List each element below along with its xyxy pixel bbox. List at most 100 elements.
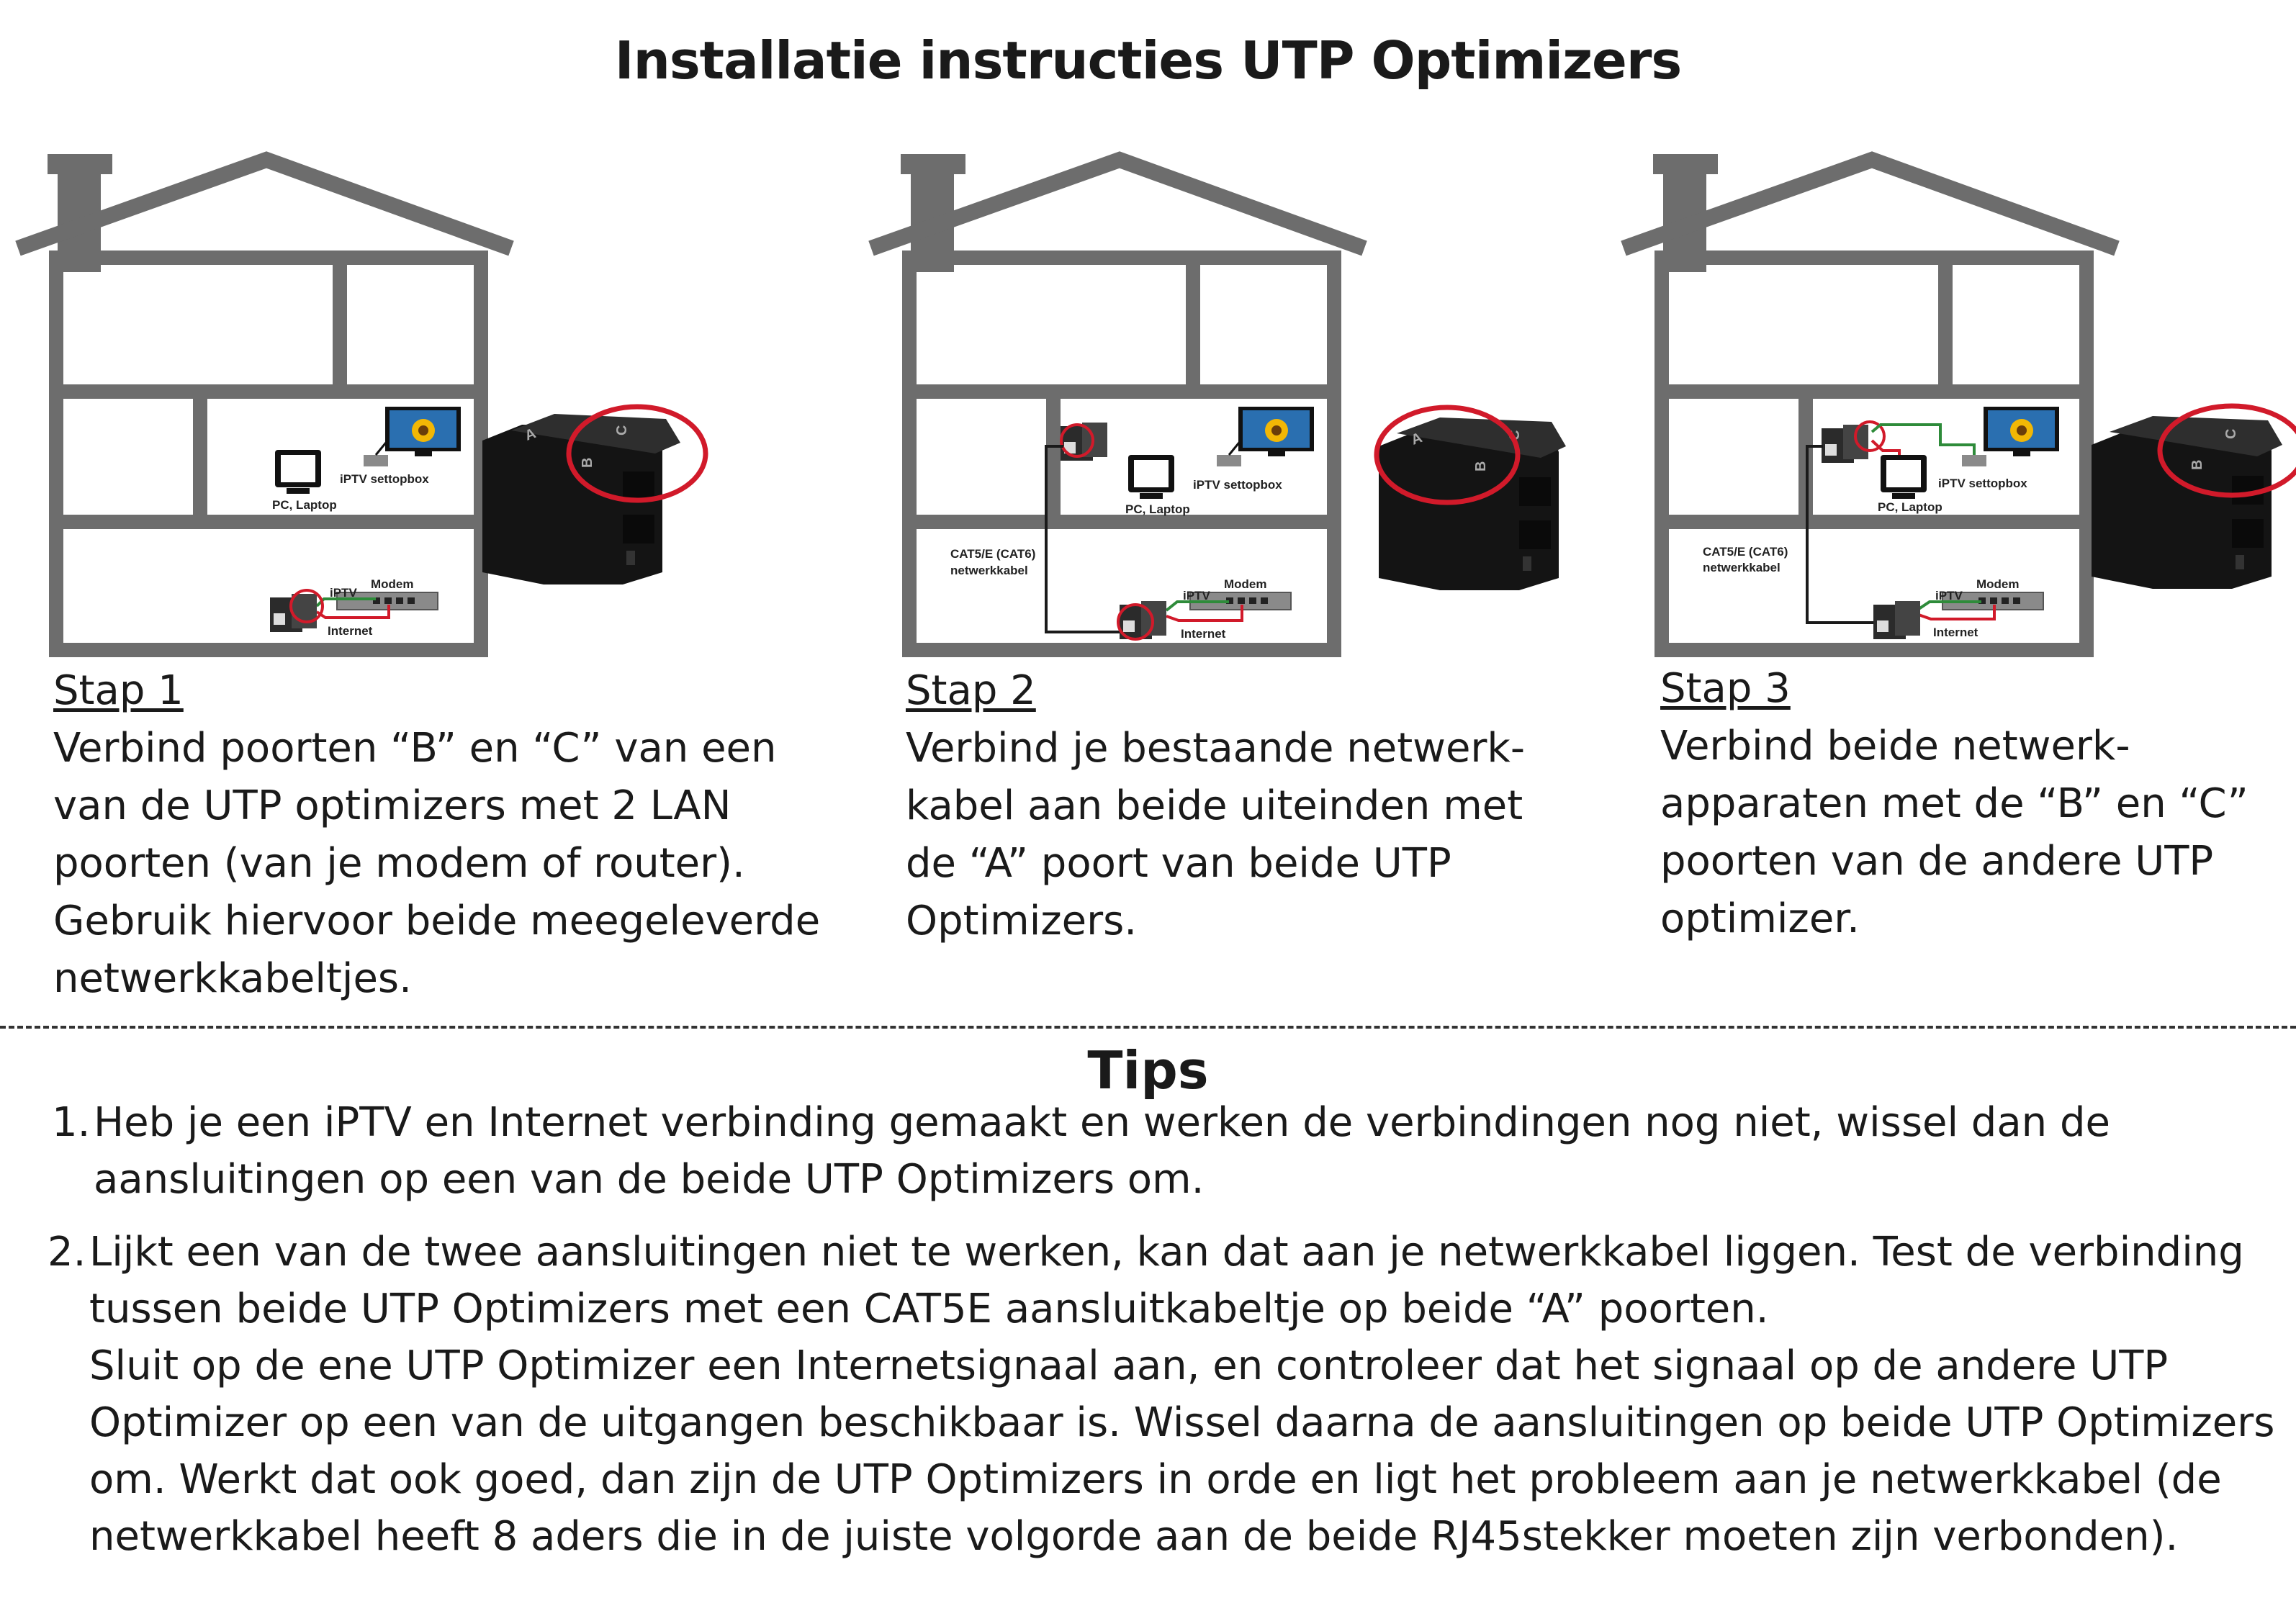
- step-1-line: Gebruik hiervoor beide meegeleverde: [53, 898, 821, 944]
- small-optimizer-icon: [270, 594, 317, 632]
- cable-label-1: CAT5/E (CAT6): [950, 547, 1035, 561]
- step-2-line: kabel aan beide uiteinden met: [906, 782, 1523, 829]
- pc-label: PC, Laptop: [1125, 502, 1190, 516]
- step-1-line: netwerkkabeltjes.: [53, 955, 412, 1002]
- house-walls: [902, 250, 1341, 657]
- step-1-line: Verbind poorten “B” en “C” van een: [53, 725, 777, 772]
- chimney-cap: [1653, 154, 1718, 174]
- step-1-line: poorten (van je modem of router).: [53, 840, 745, 887]
- roof: [868, 151, 1367, 256]
- tip-2-line: Lijkt een van de twee aansluitingen niet…: [89, 1229, 2244, 1276]
- tv-icon: [1238, 407, 1314, 456]
- tip-2-line: tussen beide UTP Optimizers met een CAT5…: [89, 1286, 1769, 1332]
- page-title: Installatie instructies UTP Optimizers: [614, 30, 1682, 91]
- tip-2-line: Sluit op de ene UTP Optimizer een Intern…: [89, 1342, 2169, 1389]
- small-optimizer-icon-upper: [1822, 425, 1868, 463]
- tip-1-line: aansluitingen op een van de beide UTP Op…: [94, 1156, 1205, 1203]
- utp-optimizer-large: C B: [2092, 416, 2282, 589]
- settopbox-label: iPTV settopbox: [1938, 477, 2027, 490]
- pc-icon: [1881, 455, 1927, 499]
- port-b-label: B: [1473, 461, 1489, 471]
- upper-highlight-circle: [1854, 420, 1886, 452]
- internet-label: Internet: [328, 624, 373, 638]
- dashed-divider: [0, 1026, 2296, 1029]
- small-optimizer-icon-lower: [1873, 601, 1920, 639]
- network-cable: [1045, 445, 1120, 633]
- cable-red-modem: [1918, 605, 1996, 620]
- step-1-text: Stap 1 Verbind poorten “B” en “C” van ee…: [53, 662, 820, 1008]
- step-3-heading: Stap 3: [1660, 665, 1791, 712]
- modem-label: Modem: [371, 577, 414, 591]
- settopbox-label: iPTV settopbox: [1193, 478, 1282, 492]
- cable-label-1: CAT5/E (CAT6): [1703, 545, 1788, 559]
- step-2-heading: Stap 2: [906, 667, 1036, 714]
- cable-green-modem: [1917, 600, 1981, 610]
- pc-icon: [1128, 455, 1174, 499]
- port-a-label: A: [523, 425, 538, 444]
- step-2-panel: iPTV settopbox PC, Laptop CAT5/E (CAT6) …: [860, 144, 1580, 705]
- modem-label: Modem: [1224, 577, 1267, 591]
- cable-red: [1870, 439, 1901, 455]
- house-walls: [1655, 250, 2094, 657]
- tip-2-number: 2.: [48, 1229, 86, 1276]
- pc-label: PC, Laptop: [1878, 500, 1942, 514]
- cable-label-2: netwerkkabel: [950, 564, 1028, 577]
- cable-green: [1870, 423, 1976, 455]
- tip-1: 1. Heb je een iPTV en Internet verbindin…: [52, 1094, 2110, 1208]
- port-b-label: B: [2189, 460, 2205, 470]
- iptv-label: iPTV: [1935, 589, 1963, 602]
- tv-icon: [1984, 407, 2059, 456]
- cable-red: [1166, 605, 1243, 622]
- upper-highlight-circle: [1060, 423, 1094, 458]
- port-a-label: A: [1409, 430, 1424, 448]
- iptv-label: iPTV: [330, 586, 357, 600]
- utp-optimizer-large: A C B: [482, 414, 680, 584]
- tip-2: 2. Lijkt een van de twee aansluitingen n…: [48, 1224, 2274, 1565]
- cable-label-2: netwerkkabel: [1703, 561, 1780, 574]
- tip-2-line: Optimizer op een van de uitgangen beschi…: [89, 1399, 2275, 1446]
- house-diagram-step-1: iPTV settopbox PC, Laptop Modem iPTV Int…: [15, 151, 708, 657]
- internet-label: Internet: [1181, 627, 1226, 641]
- tv-icon: [385, 407, 461, 456]
- chimney-cap: [901, 154, 965, 174]
- network-cable: [1806, 445, 1873, 624]
- port-c-label: C: [2223, 429, 2239, 439]
- step-3-panel: iPTV settopbox PC, Laptop CAT5/E (CAT6) …: [1613, 144, 2296, 705]
- tip-1-number: 1.: [52, 1099, 91, 1146]
- internet-label: Internet: [1933, 626, 1978, 639]
- utp-optimizer-large: A C B: [1379, 417, 1566, 590]
- step-3-line: optimizer.: [1660, 895, 1860, 942]
- lower-highlight-circle: [1117, 603, 1154, 641]
- settopbox-icon: [364, 455, 388, 466]
- step-1-line: van de UTP optimizers met 2 LAN: [53, 782, 731, 829]
- pc-icon: [275, 450, 321, 494]
- settopbox-label: iPTV settopbox: [340, 472, 429, 486]
- tip-2-line: om. Werkt dat ook goed, dan zijn de UTP …: [89, 1456, 2222, 1503]
- house-walls: [49, 250, 488, 657]
- settopbox-icon: [1217, 455, 1241, 466]
- small-highlight-circle: [289, 589, 324, 623]
- highlight-circle-bc: [566, 404, 708, 503]
- tips-title: Tips: [1087, 1040, 1209, 1101]
- house-diagram-step-3: iPTV settopbox PC, Laptop CAT5/E (CAT6) …: [1621, 151, 2296, 657]
- highlight-circle-a: [1374, 405, 1521, 505]
- cable-green: [315, 597, 376, 608]
- step-2-text: Stap 2 Verbind je bestaande netwerk- kab…: [906, 662, 1525, 950]
- cable-green: [1165, 600, 1229, 612]
- tip-1-line: Heb je een iPTV en Internet verbinding g…: [94, 1099, 2110, 1146]
- step-2-line: Optimizers.: [906, 898, 1138, 944]
- step-1-heading: Stap 1: [53, 667, 184, 714]
- step-1-panel: iPTV settopbox PC, Laptop Modem iPTV Int…: [7, 144, 727, 705]
- chimney-cap: [48, 154, 112, 174]
- tip-2-line: netwerkkabel heeft 8 aders die in de jui…: [89, 1513, 2179, 1560]
- modem-label: Modem: [1976, 577, 2020, 591]
- port-c-label: C: [614, 425, 630, 435]
- port-b-label: B: [580, 458, 595, 468]
- highlight-circle-bc: [2157, 403, 2296, 498]
- step-3-text: Stap 3 Verbind beide netwerk- apparaten …: [1660, 660, 2248, 948]
- iptv-label: iPTV: [1183, 589, 1210, 602]
- step-3-line: apparaten met de “B” en “C”: [1660, 780, 2248, 827]
- house-diagram-step-2: iPTV settopbox PC, Laptop CAT5/E (CAT6) …: [868, 151, 1566, 657]
- step-3-line: poorten van de andere UTP: [1660, 838, 2214, 885]
- pc-label: PC, Laptop: [272, 498, 337, 512]
